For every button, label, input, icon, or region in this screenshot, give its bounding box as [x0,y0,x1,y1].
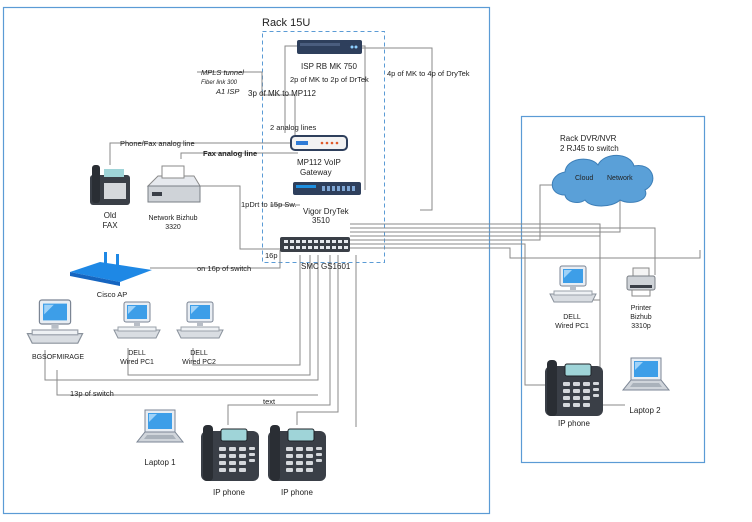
remote-site-frame [520,115,706,464]
vigor-label-1: Vigor DryTek [303,207,350,216]
analog-lines-label: 2 analog lines [270,123,317,132]
mpls-label: MPLS tunnel [201,68,244,77]
laptop-1-label: Laptop 1 [144,458,176,467]
smc-switch[interactable] [280,237,350,252]
mk-to-drytek-2p-label: 2p of MK to 2p of DrTek [290,75,369,84]
ap-to-switch-label: on 16p of switch [197,264,251,273]
text-label: text [263,397,276,406]
fiber-label: Fiber link 300 [201,80,238,86]
remote-printer-label-1: Printer [631,305,652,312]
cisco-ap[interactable] [70,252,152,286]
pc2-label-2: Wired PC2 [182,359,216,366]
voip-gateway[interactable] [290,135,348,151]
pc1-label-2: Wired PC1 [120,359,154,366]
laptop-2-label: Laptop 2 [629,406,661,415]
pc-bgsofmirage[interactable] [26,299,84,344]
a1-isp-label: A1 ISP [215,87,239,96]
remote-printer-label-3: 3310p [631,323,651,330]
remote-pc-dell[interactable] [549,265,597,303]
fax-analog-label: Fax analog line [203,149,257,158]
fax-label-2: FAX [102,221,118,230]
switch-port-label: 16p [265,251,278,260]
isp-router[interactable] [297,40,362,54]
laptop-2[interactable] [622,357,670,391]
main-site-frame [2,6,491,515]
connection-lines [44,45,701,427]
remote-ip-phone-label: IP phone [558,419,590,428]
printer-label-2: 3320 [165,224,181,231]
remote-ip-phone[interactable] [544,359,604,417]
ip-phone-2[interactable] [267,424,327,482]
laptop-1[interactable] [136,409,184,443]
remote-pc-label-2: Wired PC1 [555,323,589,330]
drt-to-sw-label: 1pDrt to 15p Sw. [241,200,296,209]
pc1-label-1: DELL [128,350,146,357]
vigor-label-2: 3510 [312,216,330,225]
remote-printer[interactable] [626,267,656,297]
phone-fax-label: Phone/Fax analog line [120,139,195,148]
ip-phone-1-label: IP phone [213,488,245,497]
cisco-ap-label: Cisco AP [97,290,127,299]
pc-dell-2[interactable] [176,301,224,339]
fax-label-1: Old [104,211,116,220]
remote-printer-label-2: Bizhub [630,314,652,321]
ip-phone-2-label: IP phone [281,488,313,497]
cloud-label: Cloud [575,175,593,182]
mk-to-mp112-label: 3p of MK to MP112 [248,89,316,98]
remote-title-1: Rack DVR/NVR [560,134,617,143]
rack-title: Rack 15U [262,17,310,29]
pc2-label-1: DELL [190,350,208,357]
pc-dell-1[interactable] [113,301,161,339]
fax-analog-line [180,152,298,159]
fax-machine[interactable] [90,165,130,205]
vigor-router[interactable] [293,182,361,195]
rack-frame [262,31,385,263]
voip-gateway-label-1: MP112 VoIP [297,158,341,167]
voip-gateway-label-2: Gateway [300,168,332,177]
to-13p-label: 13p of switch [70,389,114,398]
remote-title-2: 2 RJ45 to switch [560,144,619,153]
isp-router-label: ISP RB MK 750 [301,62,357,71]
ip-phone-1[interactable] [200,424,260,482]
pc-bgs-label: BGSOFMIRAGE [32,354,84,361]
remote-pc-label-1: DELL [563,314,581,321]
printer-label-1: Network Bizhub [148,215,197,222]
network-printer[interactable] [146,165,201,203]
switch-label: SMC GS1601 [301,262,351,271]
network-label: Network [607,175,633,182]
mk-to-drytek-4p-label: 4p of MK to 4p of DryTek [387,69,470,78]
cloud-network [551,154,654,207]
